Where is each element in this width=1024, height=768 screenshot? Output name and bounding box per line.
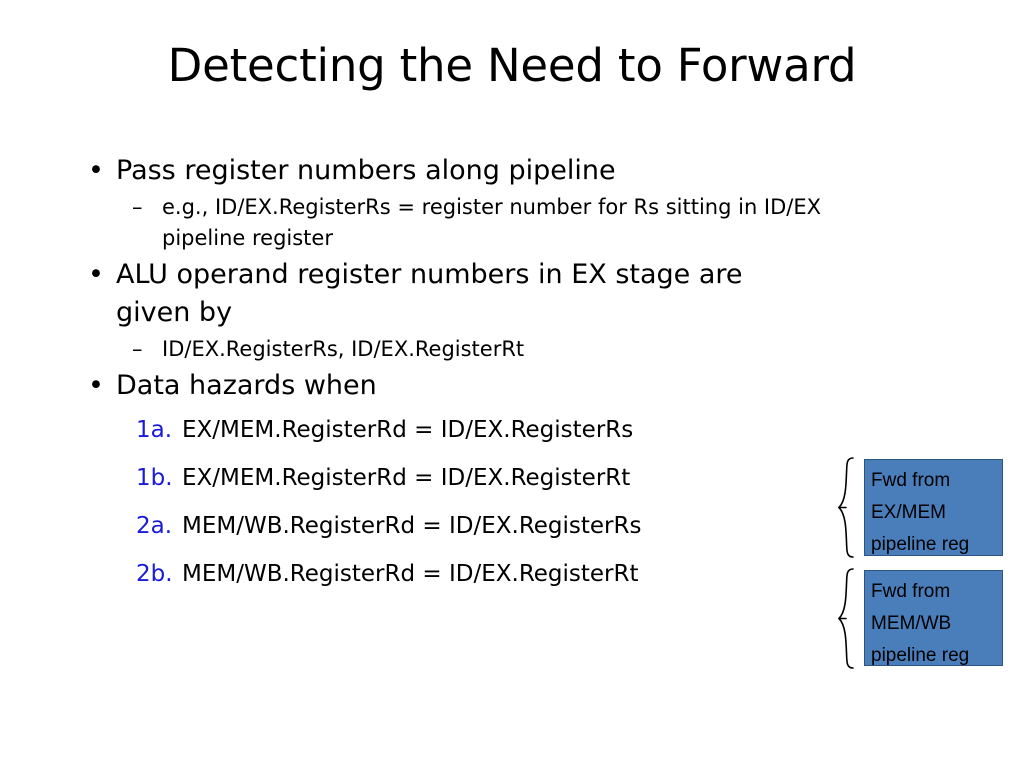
bullet-text: Pass register numbers along pipeline: [116, 155, 616, 186]
callout-box-fwd-memwb: Fwd from MEM/WB pipeline reg: [864, 570, 1003, 666]
callout-box-fwd-exmem: Fwd from EX/MEM pipeline reg: [864, 459, 1003, 556]
bullet-item-pass-register-numbers: • Pass register numbers along pipeline: [84, 152, 884, 190]
hazard-number-2b: 2b.: [136, 561, 173, 587]
bullet-item-alu-operand-registers: • ALU operand register numbers in EX sta…: [84, 256, 884, 332]
callout-line-1: Fwd from: [871, 470, 951, 491]
hazard-row-1b: 1b. EX/MEM.RegisterRd = ID/EX.RegisterRt: [84, 461, 884, 509]
page-title: Detecting the Need to Forward: [167, 39, 857, 92]
hazard-row-2a: 2a. MEM/WB.RegisterRd = ID/EX.RegisterRs: [84, 509, 884, 557]
sub-bullet-item-eg-registerrs: – e.g., ID/EX.RegisterRs = register numb…: [84, 192, 884, 254]
hazard-text-2a: MEM/WB.RegisterRd = ID/EX.RegisterRs: [182, 513, 642, 539]
bullet-text: ALU operand register numbers in EX stage…: [116, 259, 743, 328]
bullet-marker-icon: •: [88, 370, 104, 401]
hazard-condition-list: 1a. EX/MEM.RegisterRd = ID/EX.RegisterRs…: [84, 413, 884, 605]
bullet-marker-icon: •: [88, 155, 104, 186]
curly-brace-icon-exmem: [836, 457, 862, 558]
bullet-item-data-hazards-when: • Data hazards when: [84, 367, 884, 405]
hazard-number-1a: 1a.: [136, 417, 173, 443]
sub-bullet-item-idex-registers: – ID/EX.RegisterRs, ID/EX.RegisterRt: [84, 334, 884, 365]
callout-line-3: pipeline reg: [871, 534, 970, 555]
bullet-marker-icon: •: [88, 259, 104, 290]
sub-bullet-text: e.g., ID/EX.RegisterRs = register number…: [162, 195, 822, 250]
dash-marker-icon: –: [132, 195, 143, 219]
hazard-text-2b: MEM/WB.RegisterRd = ID/EX.RegisterRt: [182, 561, 639, 587]
sub-bullet-text: ID/EX.RegisterRs, ID/EX.RegisterRt: [162, 337, 525, 361]
hazard-number-1b: 1b.: [136, 465, 173, 491]
hazard-text-1a: EX/MEM.RegisterRd = ID/EX.RegisterRs: [182, 417, 634, 443]
callout-line-2: EX/MEM: [871, 502, 946, 523]
hazard-number-2a: 2a.: [136, 513, 173, 539]
callout-line-1: Fwd from: [871, 581, 951, 602]
curly-brace-icon-memwb: [836, 568, 862, 669]
hazard-row-2b: 2b. MEM/WB.RegisterRd = ID/EX.RegisterRt: [84, 557, 884, 605]
callout-line-2: MEM/WB: [871, 613, 952, 634]
hazard-text-1b: EX/MEM.RegisterRd = ID/EX.RegisterRt: [182, 465, 631, 491]
bullet-text: Data hazards when: [116, 370, 377, 401]
callout-line-3: pipeline reg: [871, 645, 970, 666]
dash-marker-icon: –: [132, 337, 143, 361]
slide-body: • Pass register numbers along pipeline –…: [84, 152, 884, 605]
hazard-row-1a: 1a. EX/MEM.RegisterRd = ID/EX.RegisterRs: [84, 413, 884, 461]
